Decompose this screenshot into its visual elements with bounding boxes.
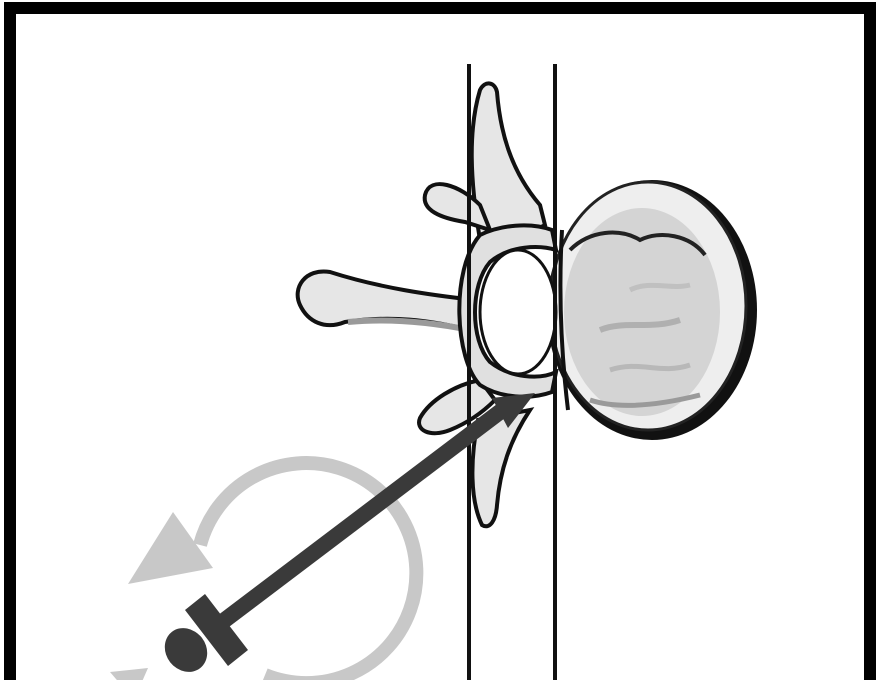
vertebral-body (547, 180, 757, 440)
spinal-canal (480, 250, 556, 374)
